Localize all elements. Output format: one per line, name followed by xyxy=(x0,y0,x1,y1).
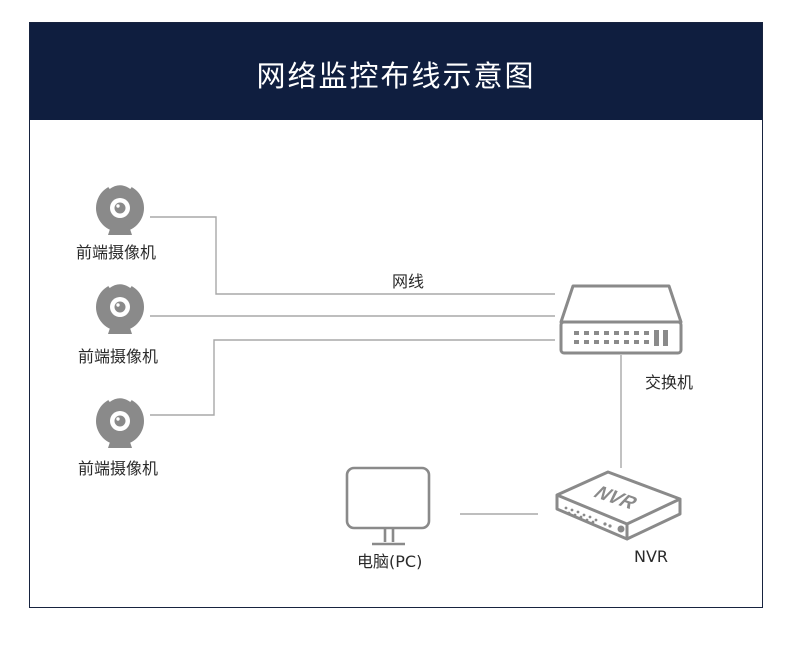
nvr-icon xyxy=(555,470,682,541)
switch-icon xyxy=(559,284,683,355)
nvr-label: NVR xyxy=(634,547,669,566)
camera-label-1: 前端摄像机 xyxy=(76,243,157,262)
camera-label-3: 前端摄像机 xyxy=(78,459,159,478)
camera-label-2: 前端摄像机 xyxy=(78,347,159,366)
cable-camera-1 xyxy=(150,216,555,295)
camera-icon xyxy=(96,395,144,448)
pc-monitor-icon xyxy=(345,466,431,546)
switch-label: 交换机 xyxy=(645,373,694,392)
diagram-frame: 网络监控布线示意图 xyxy=(29,22,763,608)
pc-label: 电脑(PC) xyxy=(357,552,423,571)
page-title: 网络监控布线示意图 xyxy=(256,59,536,93)
camera-icon xyxy=(96,281,144,334)
camera-icon xyxy=(96,182,144,235)
cable-camera-3 xyxy=(150,339,555,416)
title-banner: 网络监控布线示意图 xyxy=(30,23,762,120)
nvr-device-text: NVR xyxy=(590,483,640,514)
cable-label: 网线 xyxy=(392,272,425,291)
